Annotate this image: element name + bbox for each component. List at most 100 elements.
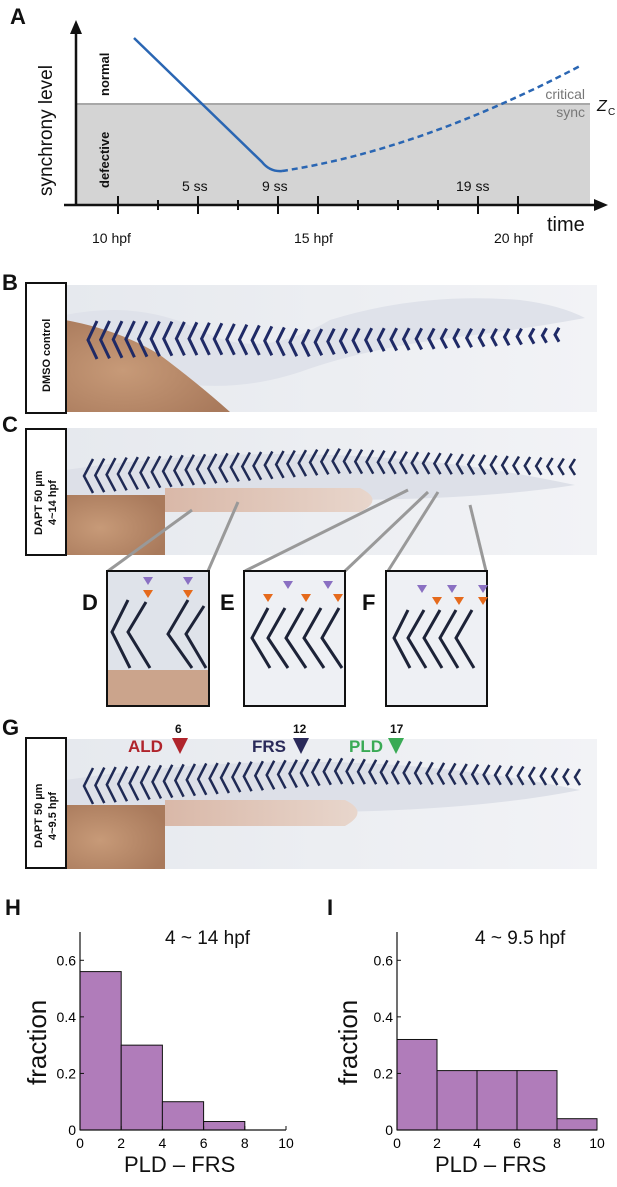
somite-stripe xyxy=(229,452,240,483)
somite-stripe xyxy=(338,327,349,355)
dmso-label: DMSO control xyxy=(41,319,53,392)
somite-stripe xyxy=(351,327,361,354)
hist-x-tick-label: 0 xyxy=(76,1135,84,1151)
yolk-c xyxy=(65,495,165,555)
label-box-g xyxy=(25,737,67,869)
hist-y-tick-label: 0.6 xyxy=(374,952,394,968)
somite-stripe xyxy=(540,327,548,344)
somite-stripe xyxy=(523,456,532,476)
somite-stripe xyxy=(162,764,174,799)
somite-stripe xyxy=(128,765,140,801)
somite-stripe xyxy=(136,320,149,358)
hist-bar xyxy=(516,1070,558,1131)
somite-stripe xyxy=(199,322,211,356)
dapt-label-g-line2: 4~9.5 hpf xyxy=(47,792,59,840)
panel-b: B DMSO control xyxy=(2,270,597,414)
defective-region xyxy=(76,104,590,204)
embryo-body-g xyxy=(65,761,580,812)
panel-letter-b: B xyxy=(2,270,18,295)
dapt-label-g-line1: DAPT 50 µm xyxy=(33,783,45,848)
panel-letter-g: G xyxy=(2,715,19,740)
ald-value: 6 xyxy=(175,722,182,736)
sync-label: sync xyxy=(556,104,585,120)
tail-g xyxy=(165,800,358,826)
somite-stripe xyxy=(399,450,408,475)
somite-stripe xyxy=(149,320,161,357)
somite-stripe xyxy=(568,458,577,476)
somite-stripe xyxy=(512,455,521,476)
somite-stripe xyxy=(390,760,400,785)
somite-stripe xyxy=(376,327,386,352)
hist-h-ylabel: fraction xyxy=(22,1000,52,1085)
somite-stripe xyxy=(94,766,106,804)
hist-x-tick-label: 8 xyxy=(553,1135,561,1151)
somite-stripe xyxy=(345,758,355,785)
hist-x-tick-label: 10 xyxy=(278,1135,294,1151)
somite-stripe xyxy=(116,766,129,802)
hist-bar xyxy=(436,1070,478,1131)
hist-y-tick-label: 0.4 xyxy=(374,1009,394,1025)
hist-y-tick-label: 0.6 xyxy=(57,952,77,968)
yolk-b xyxy=(65,320,230,412)
ald-marker xyxy=(172,738,188,754)
somite-stripe xyxy=(553,327,561,343)
zoom-image-f xyxy=(385,570,488,707)
somite-stripe xyxy=(356,758,366,785)
marker-purple-e2 xyxy=(323,581,333,589)
hist-bar xyxy=(203,1121,246,1131)
zoom-connectors xyxy=(107,488,488,573)
ss-label-9: 9 ss xyxy=(262,178,288,194)
somite-stripe xyxy=(368,759,378,785)
somite-stripe xyxy=(231,761,242,793)
somite-stripe xyxy=(432,452,442,475)
panel-a: A synchrony level normal defective xyxy=(10,4,615,246)
panel-e: E xyxy=(220,570,346,707)
zc-subscript: C xyxy=(608,107,615,118)
somite-stripe xyxy=(240,451,252,482)
hist-i-ylabel: fraction xyxy=(333,1000,363,1085)
somite-stripe xyxy=(308,449,319,476)
somite-stripe xyxy=(208,762,219,795)
somite-stripe xyxy=(557,457,565,476)
embryo-body-b xyxy=(65,298,585,386)
somite-stripe xyxy=(482,764,491,786)
somite-stripe xyxy=(447,762,457,786)
panel-c: C DAPT 50 µm 4~14 hpf xyxy=(2,412,597,573)
marker-orange-e2 xyxy=(301,594,311,602)
pld-value: 17 xyxy=(390,722,404,736)
somite-stripe xyxy=(206,453,218,484)
somite-stripe xyxy=(516,765,525,786)
hist-y-tick-label: 0 xyxy=(68,1122,76,1138)
somite-stripe xyxy=(286,449,296,478)
tail-c xyxy=(165,488,373,512)
hist-x-tick-label: 2 xyxy=(433,1135,441,1151)
hist-y-tick-label: 0.2 xyxy=(57,1065,77,1081)
frs-value: 12 xyxy=(293,722,307,736)
hist-x-tick-label: 6 xyxy=(200,1135,208,1151)
somite-stripe xyxy=(288,759,298,789)
somite-stripe xyxy=(427,327,436,350)
panel-letter-i: I xyxy=(327,895,333,920)
marker-orange-e3 xyxy=(333,594,343,602)
somite-stripe xyxy=(98,320,111,360)
somite-stripe xyxy=(172,454,184,487)
somite-stripe xyxy=(184,454,195,486)
label-box-c xyxy=(25,428,67,556)
somite-stripe xyxy=(342,448,352,475)
somite-stripe xyxy=(237,323,249,356)
label-box-b xyxy=(25,282,67,414)
synchrony-curve-solid xyxy=(133,37,283,173)
hist-x-tick-label: 0 xyxy=(393,1135,401,1151)
hist-x-tick-label: 4 xyxy=(159,1135,167,1151)
somite-stripe xyxy=(436,762,446,786)
somite-stripe xyxy=(288,327,299,357)
frs-label: FRS xyxy=(252,737,286,756)
somite-stripe xyxy=(505,765,514,786)
somite-stripe xyxy=(219,761,231,794)
hist-x-tick-label: 4 xyxy=(473,1135,481,1151)
panel-g: G DAPT 50 µm 4~9.5 hpf ALD 6 FRS 12 PLD … xyxy=(2,715,597,869)
zoom-stripes-f xyxy=(392,609,476,669)
hist-bar xyxy=(120,1044,163,1131)
